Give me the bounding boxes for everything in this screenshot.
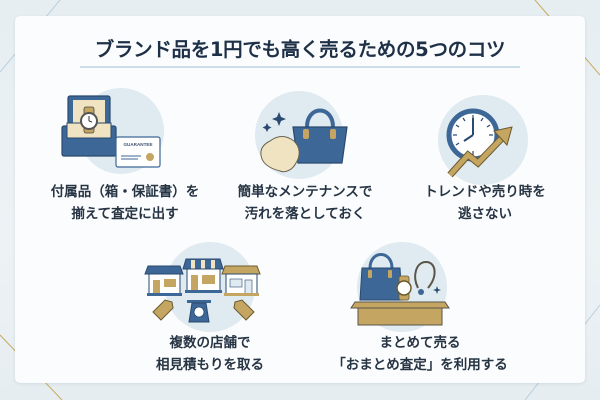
tip-timing: トレンドや売り時を 逃さない — [390, 85, 580, 225]
tip-bundle-appraisal: まとめて売る 「おまとめ査定」を利用する — [320, 236, 520, 376]
svg-text:GUARANTEE: GUARANTEE — [123, 142, 152, 147]
tips-card — [15, 16, 585, 383]
tip-label: 付属品（箱・保証書）を 揃えて査定に出す — [50, 184, 200, 222]
tip-maintenance: 簡単なメンテナンスで 汚れを落としておく — [210, 85, 400, 225]
watch-box-guarantee-icon: GUARANTEE — [61, 95, 161, 168]
tip-label: 簡単なメンテナンスで 汚れを落としておく — [237, 184, 373, 222]
box-bundle-icon — [350, 253, 450, 326]
tip-compare-quotes: 複数の店舗で 相見積もりを取る — [120, 236, 300, 376]
title-divider — [80, 66, 520, 68]
tip-accessories: GUARANTEE 付属品（箱・保証書）を 揃えて査定に出す — [30, 85, 220, 225]
shops-scale-icon — [144, 258, 261, 323]
tip-label: トレンドや売り時を 逃さない — [424, 184, 546, 222]
page-title: ブランド品を1円でも高く売るための5つのコツ — [94, 38, 506, 61]
tip-label: 複数の店舗で 相見積もりを取る — [156, 335, 264, 373]
clock-trend-icon — [446, 108, 513, 178]
tip-label: まとめて売る 「おまとめ査定」を利用する — [332, 335, 508, 373]
handbag-cloth-icon — [260, 108, 348, 173]
